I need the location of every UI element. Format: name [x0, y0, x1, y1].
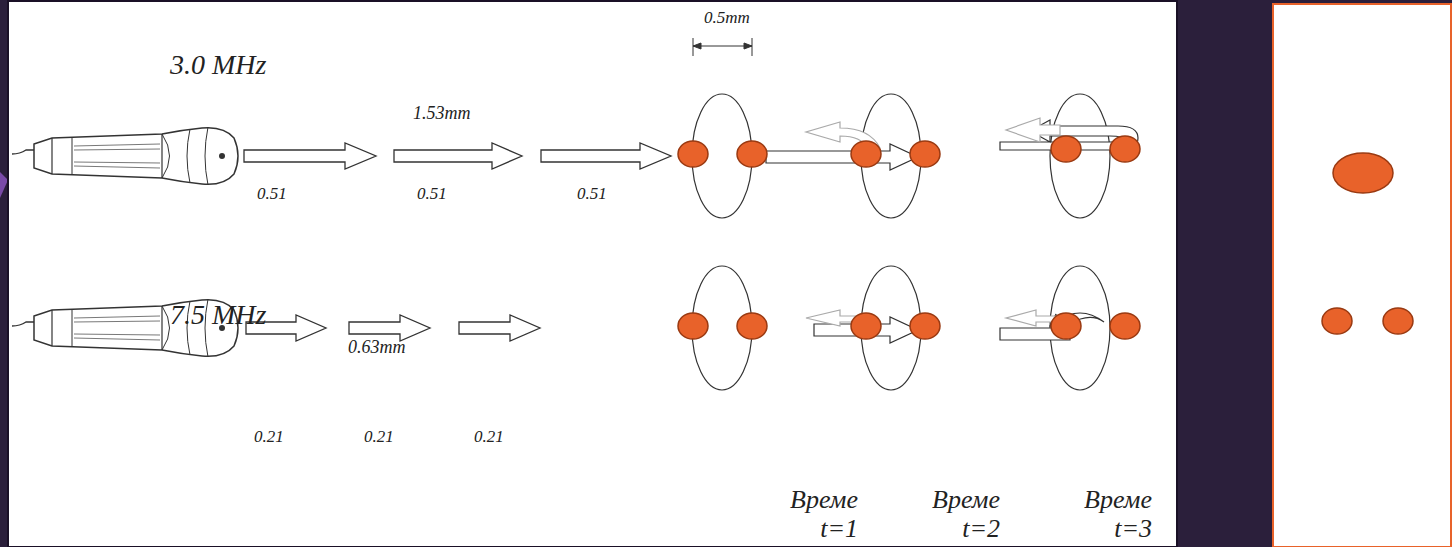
time-label: Време t=3 — [1060, 486, 1152, 543]
dimension-label: 0.5mm — [704, 9, 750, 28]
frequency-label: 7.5 MHz — [170, 300, 266, 331]
period-label: 0.51 — [417, 185, 447, 204]
side-panel — [1273, 4, 1451, 547]
period-label: 0.51 — [577, 185, 607, 204]
period-label: 0.21 — [364, 428, 394, 447]
wavelength-label: 0.63mm — [348, 338, 406, 358]
period-label: 0.51 — [257, 185, 287, 204]
reflector-dot — [678, 136, 1140, 339]
time-label: Време t=2 — [908, 486, 1000, 543]
large-reflector — [1333, 153, 1393, 193]
echo-arrows — [806, 310, 1104, 343]
small-reflector — [1383, 308, 1413, 334]
frequency-label: 3.0 MHz — [170, 50, 266, 81]
echo-arrows — [766, 118, 1138, 170]
period-label: 0.21 — [254, 428, 284, 447]
dimension-line — [693, 38, 752, 56]
slide-marker — [0, 172, 8, 198]
time-label: Време t=1 — [766, 486, 858, 543]
period-label: 0.21 — [474, 428, 504, 447]
main-panel — [8, 1, 1177, 547]
wave-arrows — [244, 143, 671, 341]
small-reflector — [1322, 308, 1352, 334]
wavelength-label: 1.53mm — [413, 104, 471, 124]
